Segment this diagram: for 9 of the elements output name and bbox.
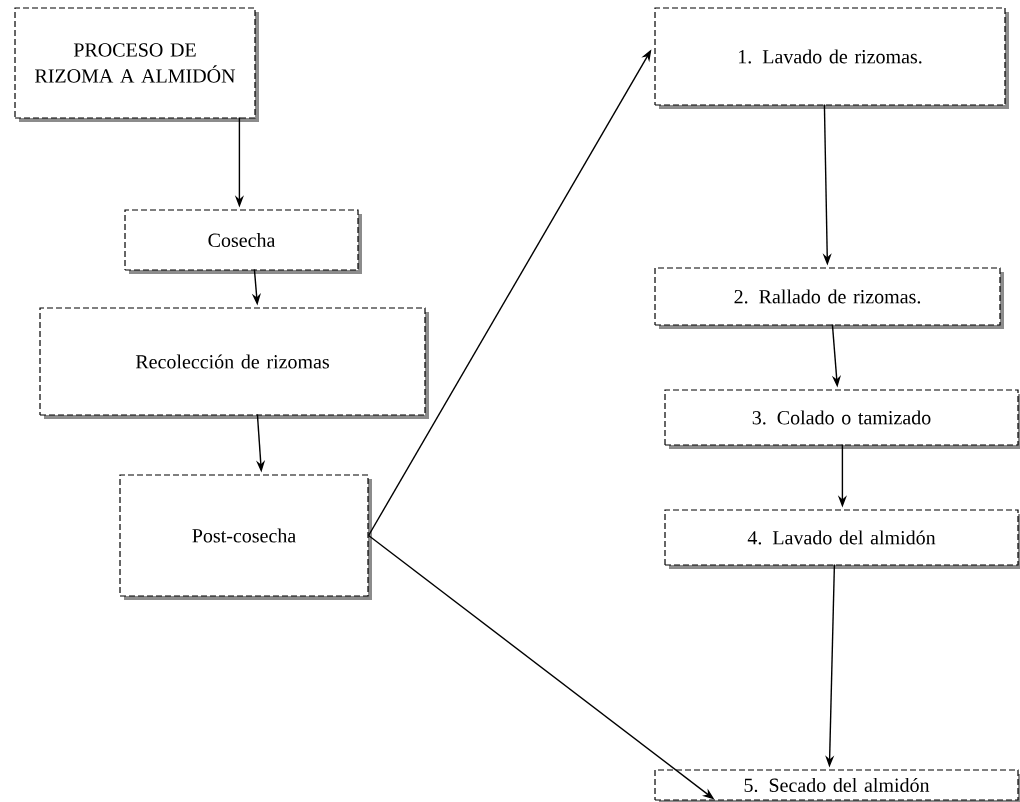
process-box: 3. Colado o tamizado bbox=[664, 389, 1020, 449]
process-box: Cosecha bbox=[124, 209, 362, 274]
process-box: 1. Lavado de rizomas. bbox=[654, 7, 1009, 109]
process-box: 4. Lavado del almidón bbox=[664, 509, 1020, 569]
process-box: Post-cosecha bbox=[119, 474, 372, 600]
process-box: Recolección de rizomas bbox=[39, 307, 429, 419]
process-box: 2. Rallado de rizomas. bbox=[654, 267, 1004, 329]
process-box: 5. Secado del almidón bbox=[654, 769, 1020, 802]
process-box: PROCESO DE RIZOMA A ALMIDÓN bbox=[14, 7, 259, 122]
